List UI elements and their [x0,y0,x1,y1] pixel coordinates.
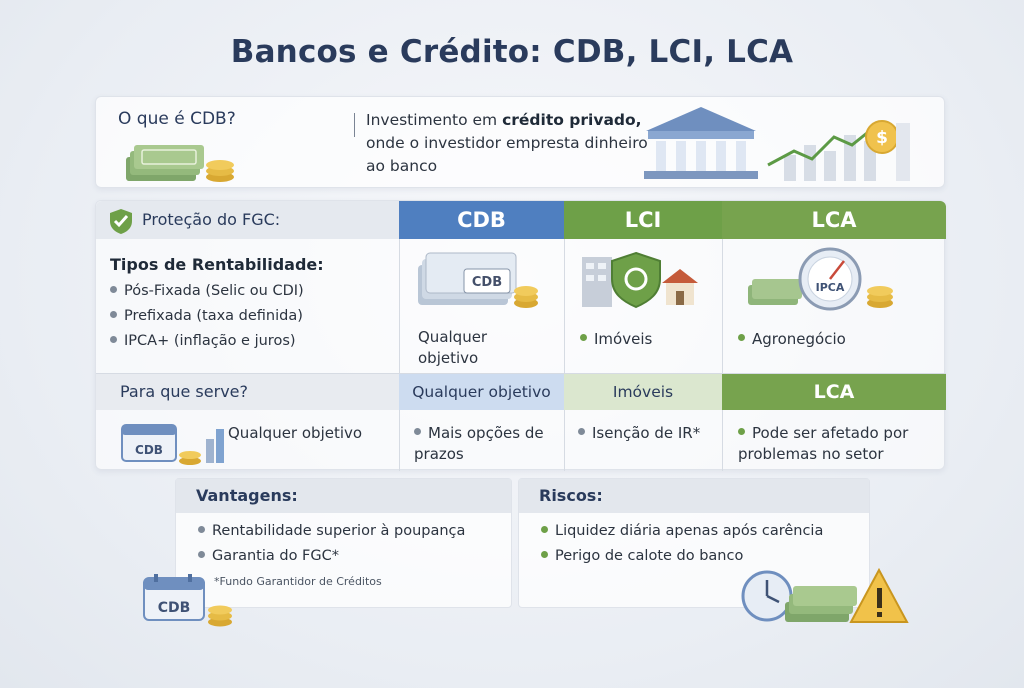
vantagens-item: Rentabilidade superior à poupança [198,519,465,544]
bullet-icon [580,334,587,341]
svg-text:$: $ [876,128,888,148]
riscos-title: Riscos: [519,479,869,513]
subhead-lca: LCA [722,374,946,410]
left-header-bg [96,201,399,239]
bullet-icon [738,334,745,341]
para-que-serve-text: Qualquer objetivo [228,424,363,442]
calendar-cdb-icon: CDB [143,574,232,627]
rentabilidade-item: Pós-Fixada (Selic ou CDI) [110,279,304,304]
riscos-item: Liquidez diária apenas após carência [541,519,823,544]
column-divider [399,239,400,471]
calendar-label: CDB [135,443,163,457]
column-divider [564,239,565,471]
vantagens-item: Garantia do FGC* [198,544,339,569]
bank-building-icon [644,107,758,179]
money-stack-icon [126,145,234,182]
bullet-icon [198,550,205,558]
cdb-document-icon: CDB [418,252,538,308]
column-header-lca: LCA [722,201,946,239]
growth-chart-icon: $ [767,120,910,181]
riscos-item-text: Perigo de calote do banco [555,548,744,564]
comparison-grid: Proteção do FGC: CDB LCI LCA Tipos de Re… [95,200,946,471]
house-shield-icon [582,251,698,309]
rentabilidade-item-text: Prefixada (taxa definida) [124,308,303,324]
lci-feature-item: Isenção de IR* [578,423,700,444]
page-title: Bancos e Crédito: CDB, LCI, LCA [230,34,794,70]
bullet-icon [110,335,117,343]
clock-icon [741,570,793,622]
fgc-label: Proteção do FGC: [142,210,281,229]
lca-feature-item: Pode ser afetado por problemas no setor [738,423,938,465]
lci-use-text: Imóveis [594,330,653,348]
warning-icon [849,567,909,623]
cdb-description: Investimento em crédito privado, onde o … [366,109,656,178]
column-header-lci: LCI [564,201,722,239]
calendar-coins-icon: CDB [121,424,224,465]
shield-check-icon [110,209,132,234]
vantagens-panel: Vantagens: Rentabilidade superior à poup… [175,478,512,608]
column-divider [722,239,723,471]
riscos-item: Perigo de calote do banco [541,544,743,569]
cdb-feature-text: Mais opções de prazos [414,424,544,463]
subhead-cdb: Qualquer objetivo [399,374,564,410]
cdb-question: O que é CDB? [118,109,236,129]
bullet-icon [414,428,421,435]
lca-use-text: Agronegócio [752,330,846,348]
rentabilidade-title: Tipos de Rentabilidade: [110,255,324,274]
bullet-icon [110,285,117,293]
cdb-use-text: Qualquer objetivo [418,328,488,367]
bullet-icon [541,550,548,558]
desc-bold: crédito privado, [502,111,642,129]
fgc-footnote: *Fundo Garantidor de Créditos [214,575,382,588]
lci-use-item: Imóveis [580,329,652,350]
rentabilidade-item-text: Pós-Fixada (Selic ou CDI) [124,283,304,299]
rentabilidade-item: Prefixada (taxa definida) [110,304,303,329]
bullet-icon [110,310,117,318]
vantagens-title: Vantagens: [176,479,511,513]
desc-prefix: Investimento em [366,111,503,129]
column-header-cdb: CDB [399,201,564,239]
ipca-label: IPCA [816,281,845,294]
bullet-icon [541,525,548,533]
money-icon [785,586,857,622]
subhead-lci: Imóveis [564,374,722,410]
lca-feature-text: Pode ser afetado por problemas no setor [738,424,909,463]
divider [354,113,355,137]
cdb-icon-label: CDB [472,275,502,290]
cdb-definition-panel: O que é CDB? Investimento em crédito pri… [95,96,945,188]
ipca-gauge-icon: IPCA [748,247,893,311]
vantagens-item-text: Rentabilidade superior à poupança [212,523,466,539]
bullet-icon [578,428,585,435]
vantagens-item-text: Garantia do FGC* [212,548,340,564]
desc-suffix: onde o investidor empresta dinheiro ao b… [366,134,648,175]
lci-feature-text: Isenção de IR* [592,424,701,442]
bullet-icon [198,525,205,533]
rentabilidade-item-text: IPCA+ (inflação e juros) [124,333,296,349]
rentabilidade-item: IPCA+ (inflação e juros) [110,329,296,354]
lca-use-item: Agronegócio [738,329,846,350]
riscos-item-text: Liquidez diária apenas após carência [555,523,824,539]
risk-icons [741,567,909,623]
row-divider [96,373,946,374]
cdb-feature-item: Mais opções de prazos [414,423,554,465]
calendar-cdb-label: CDB [158,600,191,616]
para-que-serve-bg [96,374,399,410]
para-que-serve-label: Para que serve? [120,382,248,401]
bullet-icon [738,428,745,435]
